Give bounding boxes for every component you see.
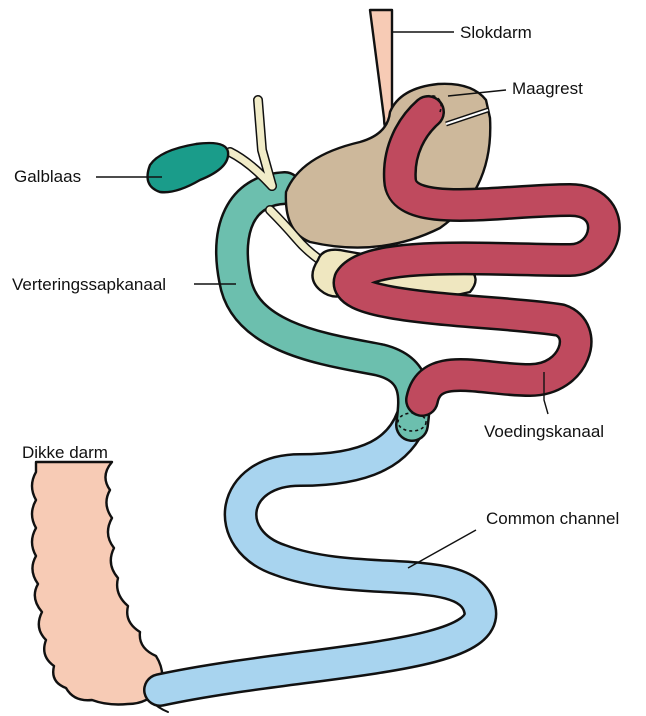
label-voedingskanaal: Voedingskanaal: [484, 422, 604, 441]
label-verteringssapkanaal: Verteringssapkanaal: [12, 275, 166, 294]
gallbladder-shape: [148, 143, 229, 192]
label-common-channel: Common channel: [486, 509, 619, 528]
label-slokdarm: Slokdarm: [460, 23, 532, 42]
label-dikke-darm: Dikke darm: [22, 443, 108, 462]
label-galblaas: Galblaas: [14, 167, 81, 186]
label-maagrest: Maagrest: [512, 79, 583, 98]
colon-shape: [32, 462, 162, 705]
leader-common-channel: [408, 530, 476, 568]
